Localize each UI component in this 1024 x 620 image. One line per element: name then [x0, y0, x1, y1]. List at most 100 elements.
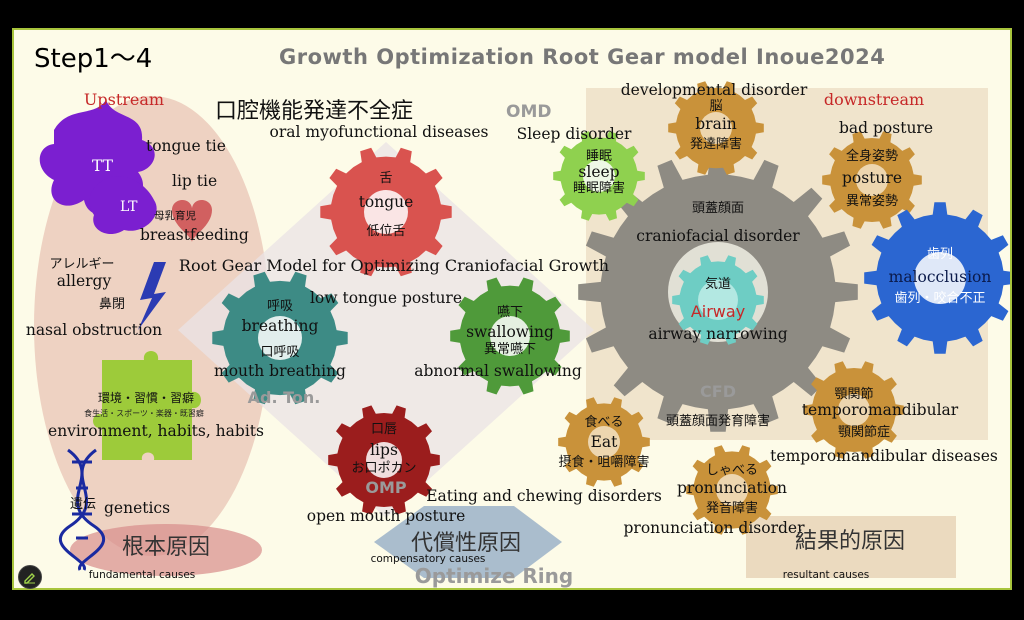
breastfeeding-en: breastfeeding — [140, 226, 249, 244]
pronunciation-jp: しゃべる — [705, 463, 759, 478]
omd-en: oral myofunctional diseases — [269, 123, 489, 141]
tongue-caption: low tongue posture — [309, 289, 463, 307]
tmj-gear — [804, 361, 904, 459]
omd-jp: 口腔機能発達不全症 — [214, 99, 414, 124]
fundamental-jp: 根本原因 — [121, 535, 211, 560]
resultant-box — [746, 516, 956, 578]
tongue-en: tongue — [358, 193, 414, 211]
step-label: Step1～4 — [34, 44, 153, 74]
cfd-jp2: 頭蓋顔面発育障害 — [665, 414, 771, 429]
breathing-en: breathing — [241, 317, 319, 335]
upstream-label: Upstream — [83, 90, 165, 109]
brain-caption: developmental disorder — [620, 81, 808, 99]
puzzle-icon — [93, 351, 201, 460]
tongue-tie-splat — [39, 100, 157, 235]
sleep-caption: Sleep disorder — [516, 125, 632, 143]
posture-gear — [822, 131, 922, 229]
env-en: environment, habits, habits — [48, 422, 264, 440]
airway-caption: airway narrowing — [648, 325, 788, 343]
cfd-abbr: CFD — [700, 382, 736, 401]
sleep-jp: 睡眠 — [585, 149, 613, 164]
tongue-jp2: 低位舌 — [366, 224, 406, 239]
heart-icon — [172, 199, 212, 242]
tongue-tie-label: tongue tie — [146, 137, 226, 155]
tt-label: TT — [92, 157, 113, 175]
malocclusion-en: malocclusion — [888, 268, 992, 286]
breathing-jp: 呼吸 — [266, 299, 294, 314]
genetics-en: genetics — [104, 499, 171, 517]
cfd-jp: 頭蓋顔面 — [691, 201, 745, 216]
tmj-jp2: 顎関節症 — [837, 425, 891, 440]
posture-en: posture — [841, 169, 903, 187]
resultant-jp: 結果的原因 — [794, 529, 906, 554]
swallowing-caption: abnormal swallowing — [414, 362, 582, 380]
pronunciation-caption: pronunciation disorder — [623, 519, 805, 537]
pronunciation-jp2: 発音障害 — [705, 501, 759, 516]
breastfeeding-jp: 母乳育児 — [154, 210, 196, 222]
eat-jp: 食べる — [584, 415, 624, 430]
swallowing-jp2: 異常嚥下 — [483, 342, 537, 357]
compensatory-en: compensatory causes — [370, 553, 486, 565]
lips-jp2: お口ポカン — [351, 461, 417, 476]
tmj-en: temporomandibular — [801, 401, 959, 419]
sleep-jp2: 睡眠障害 — [572, 181, 626, 196]
malocclusion-jp2: 歯列・咬合不正 — [894, 291, 986, 306]
swallowing-en: swallowing — [466, 323, 554, 341]
breathing-overlay: Ad. Ton. — [247, 388, 321, 407]
posture-jp2: 異常姿勢 — [845, 194, 899, 209]
optimize-ring-label: Optimize Ring — [414, 564, 574, 588]
tongue-gear — [320, 147, 452, 277]
edit-pen-button[interactable] — [18, 565, 42, 589]
resultant-en: resultant causes — [782, 569, 870, 581]
tmj-caption: temporomandibular diseases — [770, 447, 998, 465]
airway-jp: 気道 — [704, 277, 732, 292]
nasal-jp: 鼻閉 — [98, 297, 126, 312]
malocclusion-gear — [864, 202, 1010, 354]
env-small: 食生活・スポーツ・楽器・既習癖 — [84, 409, 204, 418]
brain-en: brain — [695, 115, 737, 133]
model-title: Root Gear Model for Optimizing Craniofac… — [178, 256, 610, 275]
eat-jp2: 摂食・咀嚼障害 — [558, 455, 650, 470]
pen-icon — [24, 573, 35, 584]
lips-gear — [328, 405, 440, 515]
breathing-gear — [212, 271, 348, 405]
airway-gear — [672, 255, 764, 345]
tongue-jp: 舌 — [379, 171, 393, 186]
allergy-jp: アレルギー — [49, 257, 115, 272]
posture-caption: bad posture — [838, 119, 934, 137]
eat-en: Eat — [590, 433, 618, 451]
airway-en: Airway — [690, 302, 746, 321]
malocclusion-jp: 歯列 — [926, 247, 954, 262]
breathing-caption: mouth breathing — [214, 362, 346, 380]
pronunciation-gear — [686, 445, 778, 535]
genetics-jp: 遺伝 — [70, 497, 97, 512]
omd-abbr: OMD — [506, 102, 552, 122]
brain-jp: 脳 — [709, 99, 723, 114]
fundamental-en: fundamental causes — [88, 569, 196, 581]
page-title: Growth Optimization Root Gear model Inou… — [279, 45, 886, 69]
compensatory-arrow — [374, 506, 562, 578]
lips-caption: open mouth posture — [306, 507, 466, 525]
lips-overlay: OMP — [365, 478, 407, 497]
allergy-en: allergy — [56, 272, 112, 290]
env-jp: 環境・習慣・習癖 — [97, 391, 195, 405]
posture-jp: 全身姿勢 — [845, 149, 899, 164]
lips-en: lips — [370, 441, 398, 459]
breathing-jp2: 口呼吸 — [260, 345, 300, 360]
brain-jp2: 発達障害 — [689, 137, 743, 152]
swallowing-gear — [450, 277, 570, 395]
central-diamond — [178, 142, 594, 518]
eat-gear — [558, 397, 650, 487]
lt-label: LT — [120, 199, 138, 215]
fundamental-box — [70, 524, 262, 576]
tmj-jp: 顎関節 — [834, 387, 874, 402]
dna-icon — [59, 448, 105, 571]
downstream-label: downstream — [823, 90, 925, 109]
sleep-en: sleep — [578, 163, 620, 181]
lightning-icon — [138, 262, 166, 330]
pronunciation-en: pronunciation — [677, 479, 787, 497]
diagram-art — [34, 81, 1010, 578]
slide: Step1～4 Growth Optimization Root Gear mo… — [12, 28, 1012, 590]
cfd-en: craniofacial disorder — [636, 227, 800, 245]
nasal-en: nasal obstruction — [25, 321, 163, 339]
